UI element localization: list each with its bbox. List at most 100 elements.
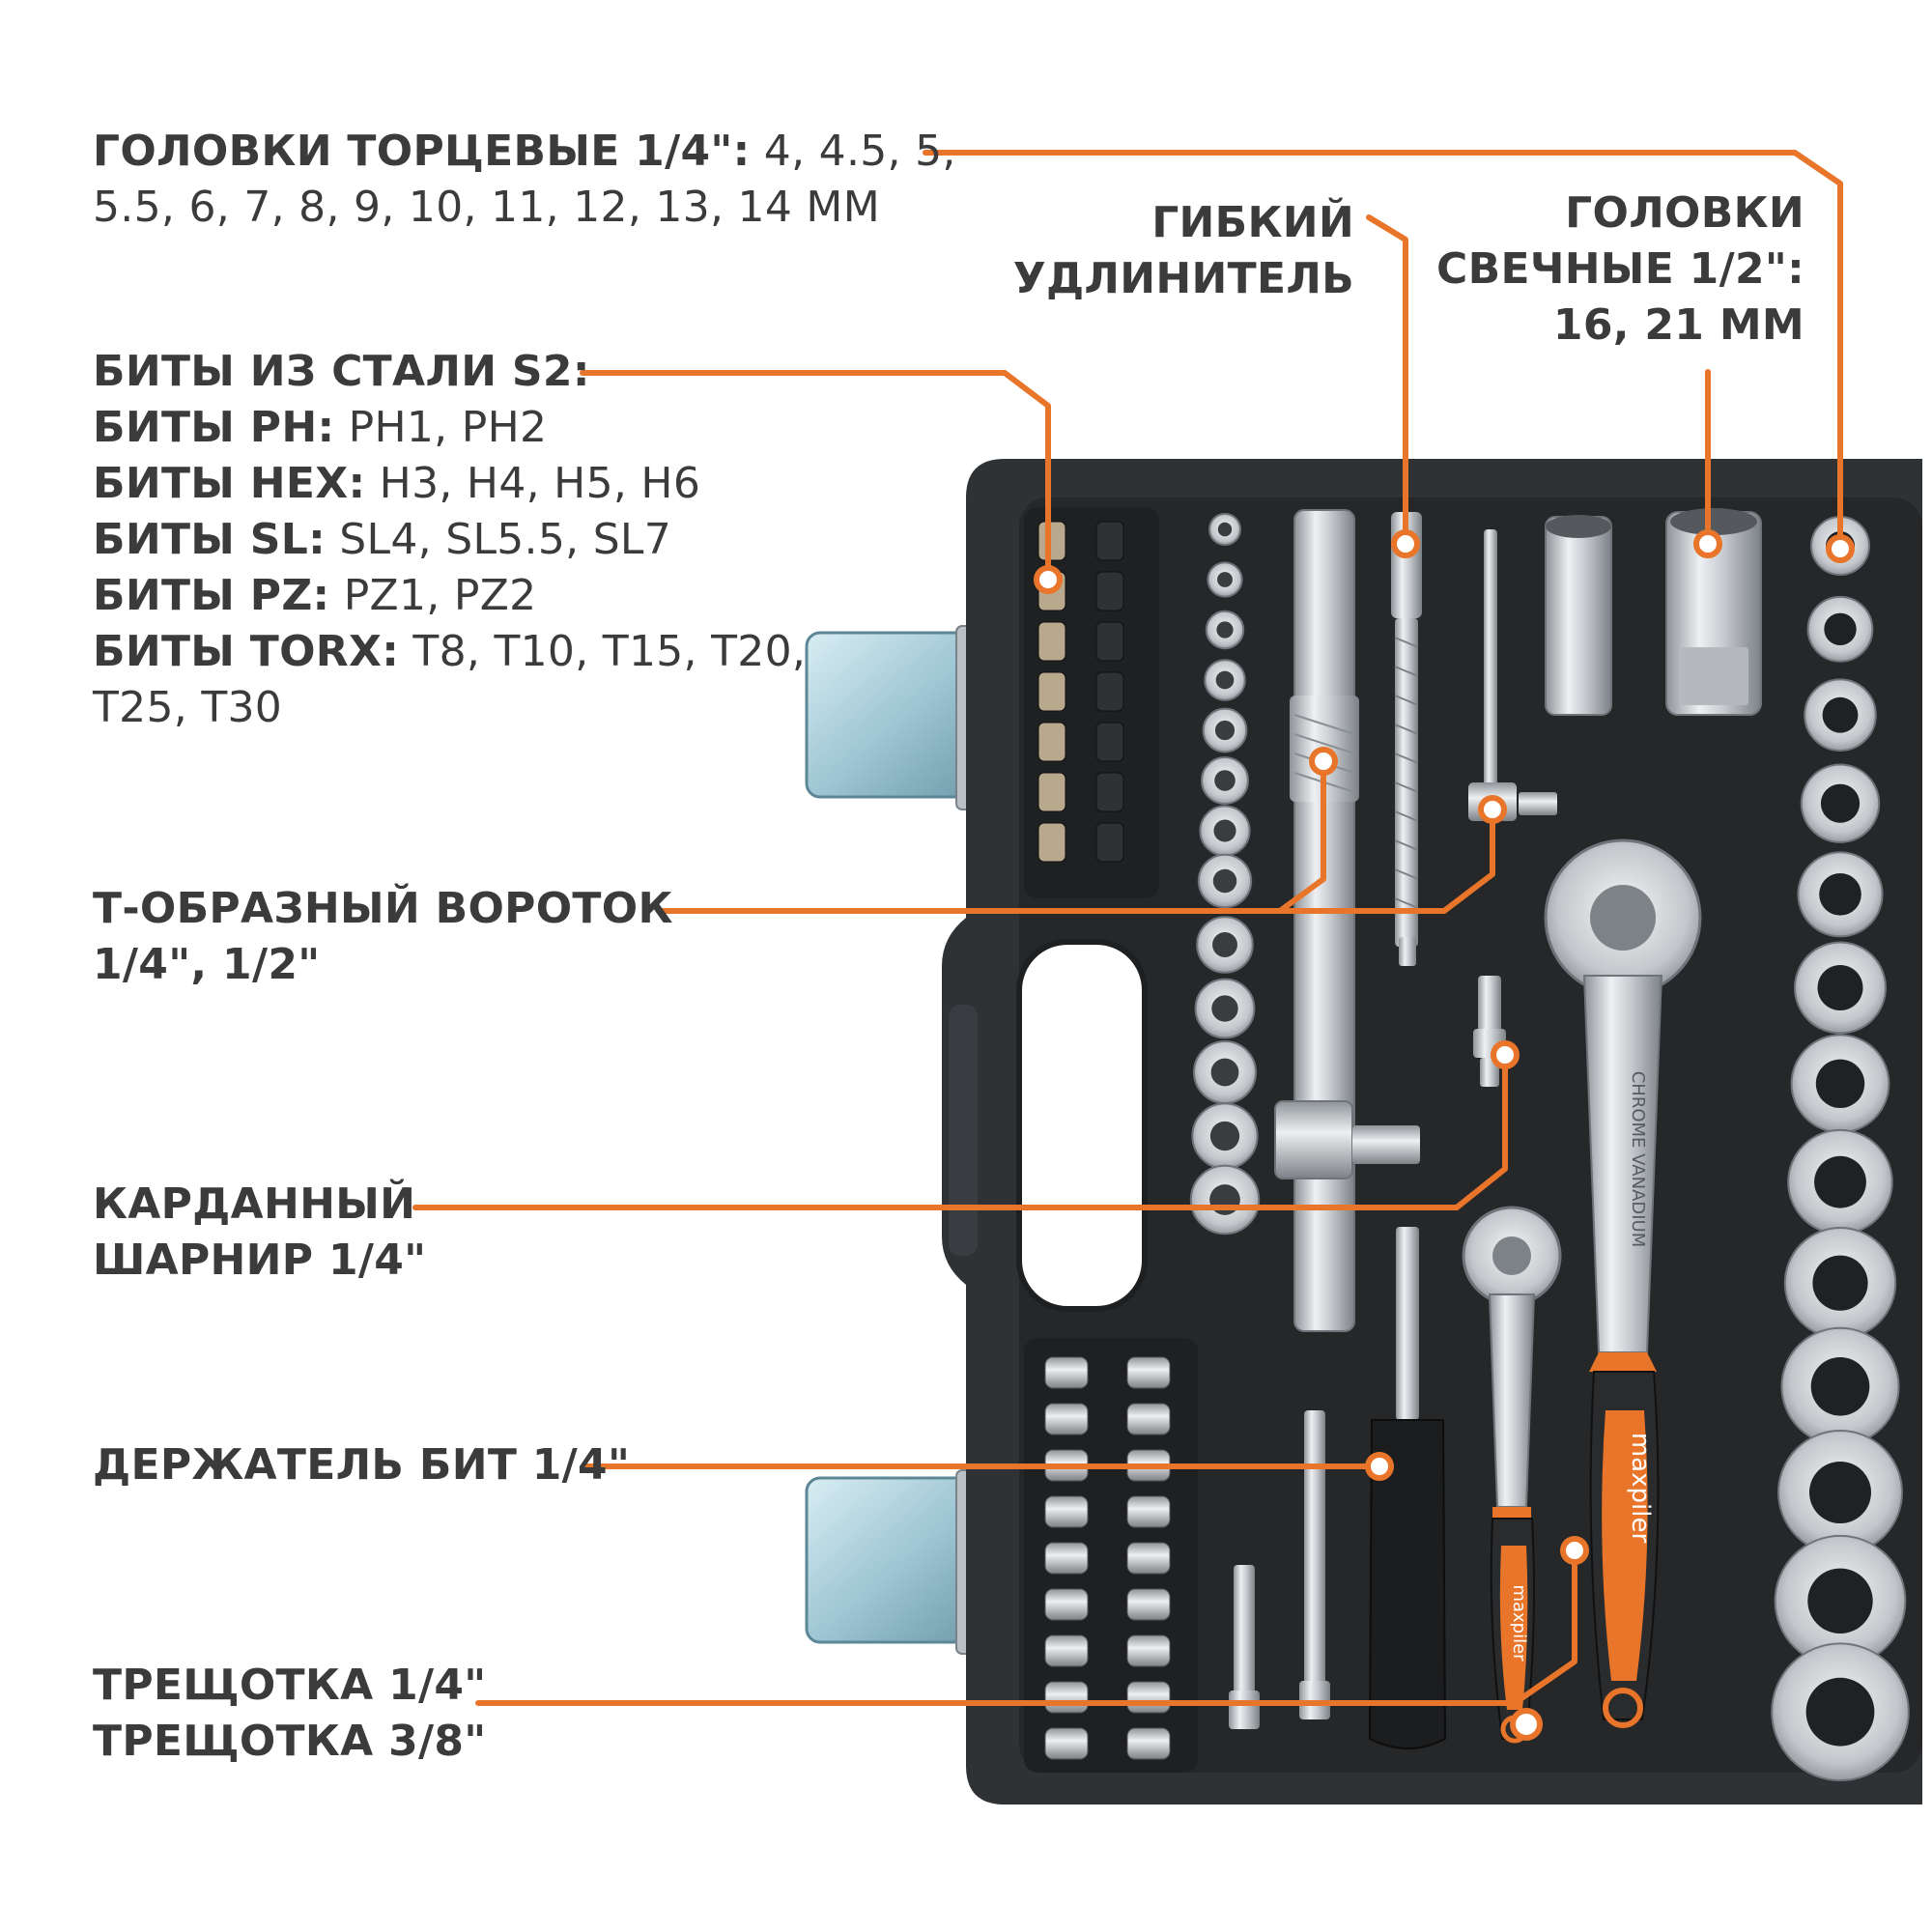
socket-large	[1794, 941, 1887, 1035]
label-line-text: T8, T10, T15, T20,	[399, 627, 807, 676]
ratchet-small-brand: maxpiler	[1509, 1584, 1529, 1662]
bit	[1037, 621, 1066, 662]
label-line: Т-ОБРАЗНЫЙ ВОРОТОК	[93, 881, 673, 937]
socket-small	[1205, 610, 1245, 650]
bit-socket	[1044, 1542, 1089, 1575]
ratchet-small: maxpiler	[1462, 1206, 1562, 1744]
bit-socket	[1044, 1634, 1089, 1667]
socket-large	[1780, 1326, 1900, 1446]
bit-socket	[1126, 1495, 1171, 1528]
label-line: БИТЫ HEX: H3, H4, H5, H6	[93, 456, 806, 512]
callout-dots	[1034, 529, 1855, 1741]
label-line: БИТЫ SL: SL4, SL5.5, SL7	[93, 512, 806, 568]
label-line-bold: БИТЫ PH:	[93, 403, 335, 452]
bit-socket	[1126, 1727, 1171, 1760]
label-line-text: SL4, SL5.5, SL7	[326, 515, 672, 564]
label-line: ТРЕЩОТКА 1/4"	[93, 1658, 487, 1714]
label-spark-sockets: ГОЛОВКИ СВЕЧНЫЕ 1/2":16, 21 ММ	[1436, 185, 1804, 354]
flexible-extension	[1391, 512, 1422, 966]
label-line: T25, T30	[93, 680, 806, 736]
label-sockets-quarter: ГОЛОВКИ ТОРЦЕВЫЕ 1/4": 4, 4.5, 5,5.5, 6,…	[93, 124, 956, 236]
socket-small	[1201, 756, 1249, 805]
socket-small	[1197, 853, 1253, 909]
label-line-bold: БИТЫ ИЗ СТАЛИ S2:	[93, 347, 590, 396]
socket-column-quarter	[1189, 513, 1261, 1236]
label-line-bold: 1/4", 1/2"	[93, 940, 321, 989]
bit	[1095, 722, 1124, 762]
label-cardan-joint: КАРДАННЫЙ ШАРНИР 1/4"	[93, 1177, 426, 1289]
socket-large	[1804, 678, 1877, 753]
bit-socket	[1044, 1356, 1089, 1389]
case-latch-bottom[interactable]	[805, 1469, 992, 1655]
socket-large	[1771, 1642, 1910, 1781]
label-line-bold: ШАРНИР 1/4"	[93, 1236, 427, 1285]
ratchet-handle-engraving: CHROME VANADIUM	[1628, 1071, 1648, 1248]
socket-small	[1189, 1164, 1261, 1236]
label-line: БИТЫ PH: PH1, PH2	[93, 400, 806, 456]
bit-socket	[1044, 1495, 1089, 1528]
bit	[1095, 822, 1124, 863]
spark-sockets	[1545, 508, 1762, 716]
label-line: 1/4", 1/2"	[93, 937, 673, 993]
callout-lines	[412, 150, 1843, 1706]
label-line-bold: ГОЛОВКИ ТОРЦЕВЫЕ 1/4":	[93, 127, 751, 176]
socket-large	[1797, 851, 1884, 938]
bit-socket	[1044, 1403, 1089, 1435]
socket-large	[1790, 1034, 1890, 1134]
label-line: КАРДАННЫЙ	[93, 1177, 426, 1233]
label-ratchets: ТРЕЩОТКА 1/4"ТРЕЩОТКА 3/8"	[93, 1658, 487, 1770]
bit-socket	[1044, 1681, 1089, 1714]
label-line-bold: СВЕЧНЫЕ 1/2":	[1436, 244, 1804, 294]
label-line-text: 4, 4.5, 5,	[750, 127, 956, 176]
label-flexible-extension: ГИБКИЙ УДЛИНИТЕЛЬ	[1013, 195, 1354, 307]
label-line-bold: БИТЫ TORX:	[93, 627, 400, 676]
label-line-bold: ГИБКИЙ	[1151, 198, 1354, 247]
label-line: БИТЫ TORX: T8, T10, T15, T20,	[93, 624, 806, 680]
socket-large	[1800, 763, 1881, 843]
bit	[1095, 671, 1124, 712]
label-line-bold: ДЕРЖАТЕЛЬ БИТ 1/4"	[93, 1440, 631, 1490]
label-line: 5.5, 6, 7, 8, 9, 10, 11, 12, 13, 14 ММ	[93, 180, 956, 236]
bit	[1037, 772, 1066, 812]
label-line: БИТЫ ИЗ СТАЛИ S2:	[93, 344, 806, 400]
label-line-text: H3, H4, H5, H6	[365, 459, 701, 508]
bit	[1037, 521, 1066, 561]
label-line: ТРЕЩОТКА 3/8"	[93, 1714, 487, 1770]
label-line-bold: БИТЫ HEX:	[93, 459, 366, 508]
socket-small	[1207, 561, 1243, 598]
label-line-bold: УДЛИНИТЕЛЬ	[1012, 254, 1354, 303]
bit	[1037, 722, 1066, 762]
label-bit-holder: ДЕРЖАТЕЛЬ БИТ 1/4"	[93, 1437, 630, 1493]
bit	[1095, 772, 1124, 812]
socket-small	[1196, 916, 1254, 974]
label-line: ГИБКИЙ	[1013, 195, 1354, 251]
label-line-bold: БИТЫ SL:	[93, 515, 327, 564]
label-line: БИТЫ PZ: PZ1, PZ2	[93, 568, 806, 624]
label-line: ДЕРЖАТЕЛЬ БИТ 1/4"	[93, 1437, 630, 1493]
label-line-text: T25, T30	[93, 683, 283, 732]
bit-socket	[1126, 1542, 1171, 1575]
socket-large	[1787, 1128, 1893, 1236]
bit-socket	[1126, 1356, 1171, 1389]
bit-socket	[1126, 1588, 1171, 1621]
label-line-bold: ТРЕЩОТКА 1/4"	[93, 1661, 487, 1710]
label-line-text: PH1, PH2	[334, 403, 548, 452]
bit	[1095, 571, 1124, 611]
bit-socket	[1126, 1403, 1171, 1435]
label-line-bold: КАРДАННЫЙ	[93, 1179, 416, 1229]
label-line: ГОЛОВКИ ТОРЦЕВЫЕ 1/4": 4, 4.5, 5,	[93, 124, 956, 180]
label-line: 16, 21 ММ	[1436, 298, 1804, 354]
label-line-text: 5.5, 6, 7, 8, 9, 10, 11, 12, 13, 14 ММ	[93, 183, 880, 232]
bit-socket	[1044, 1588, 1089, 1621]
label-line-bold: БИТЫ PZ:	[93, 571, 330, 620]
bit-socket	[1044, 1727, 1089, 1760]
bit-socket	[1126, 1681, 1171, 1714]
label-line-bold: ГОЛОВКИ	[1565, 188, 1804, 238]
socket-large	[1806, 595, 1874, 663]
socket-small	[1202, 707, 1248, 753]
bit	[1095, 521, 1124, 561]
socket-large	[1783, 1227, 1897, 1340]
case-latch-top[interactable]	[805, 625, 992, 810]
socket-small	[1193, 1040, 1257, 1104]
